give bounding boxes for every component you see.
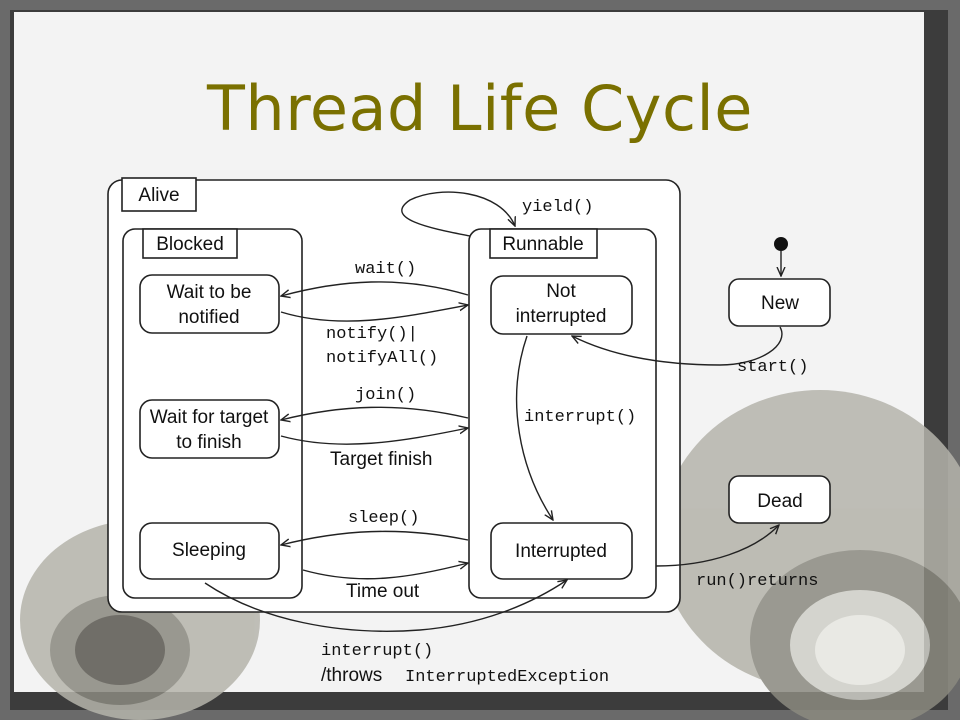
target-finish-label: Target finish bbox=[330, 449, 432, 470]
join-arrow bbox=[281, 406, 469, 420]
time-out-label: Time out bbox=[346, 581, 420, 602]
time-out-arrow bbox=[302, 563, 468, 580]
wait-target-line2: to finish bbox=[176, 432, 241, 453]
runnable-tag bbox=[489, 228, 598, 259]
interrupted-label: Interrupted bbox=[515, 541, 607, 562]
alive-tag bbox=[121, 177, 197, 212]
target-finish-arrow bbox=[280, 428, 468, 445]
yield-arrow bbox=[401, 191, 515, 237]
not-interrupted-line2: interrupted bbox=[516, 306, 607, 327]
notify-all-label: notifyAll() bbox=[326, 349, 438, 368]
state-not-interrupted bbox=[490, 275, 633, 335]
sleeping-label: Sleeping bbox=[172, 540, 246, 561]
not-interrupted-line1: Not bbox=[546, 281, 576, 302]
run-returns-arrow bbox=[655, 525, 779, 567]
runnable-label: Runnable bbox=[502, 234, 583, 255]
throws-prefix: /throws bbox=[321, 665, 382, 686]
wait-target-line1: Wait for target bbox=[150, 407, 269, 428]
sleep-label: sleep() bbox=[348, 509, 419, 528]
wait-notified-line2: notified bbox=[178, 307, 239, 328]
yield-label: yield() bbox=[522, 198, 593, 217]
interrupt-inner-arrow bbox=[515, 335, 553, 520]
interrupt-inner-label: interrupt() bbox=[524, 408, 636, 427]
blocked-label: Blocked bbox=[156, 234, 224, 255]
new-label: New bbox=[761, 293, 799, 314]
dead-label: Dead bbox=[757, 491, 802, 512]
state-wait-target bbox=[139, 399, 280, 459]
interrupt-outer-label: interrupt() bbox=[321, 642, 433, 661]
blocked-tag bbox=[142, 228, 238, 259]
wait-notified-line1: Wait to be bbox=[167, 282, 252, 303]
join-label: join() bbox=[355, 386, 416, 405]
wait-arrow bbox=[281, 281, 469, 296]
start-label: start() bbox=[737, 358, 808, 377]
alive-label: Alive bbox=[138, 185, 179, 206]
interrupt-outer-arrow bbox=[204, 580, 567, 632]
state-sleeping bbox=[139, 522, 280, 580]
sleep-arrow bbox=[281, 530, 469, 545]
state-dead bbox=[728, 475, 831, 524]
wait-label: wait() bbox=[355, 260, 416, 279]
initial-node bbox=[774, 237, 788, 251]
state-new bbox=[728, 278, 831, 327]
start-arrow bbox=[572, 326, 783, 366]
state-wait-notified bbox=[139, 274, 280, 334]
throws-exception: InterruptedException bbox=[405, 668, 609, 687]
run-returns-label: run()returns bbox=[696, 572, 818, 591]
notify-label: notify()| bbox=[326, 325, 418, 344]
notify-arrow bbox=[280, 305, 468, 322]
slide-title: Thread Life Cycle bbox=[207, 72, 753, 145]
state-interrupted bbox=[490, 522, 633, 580]
